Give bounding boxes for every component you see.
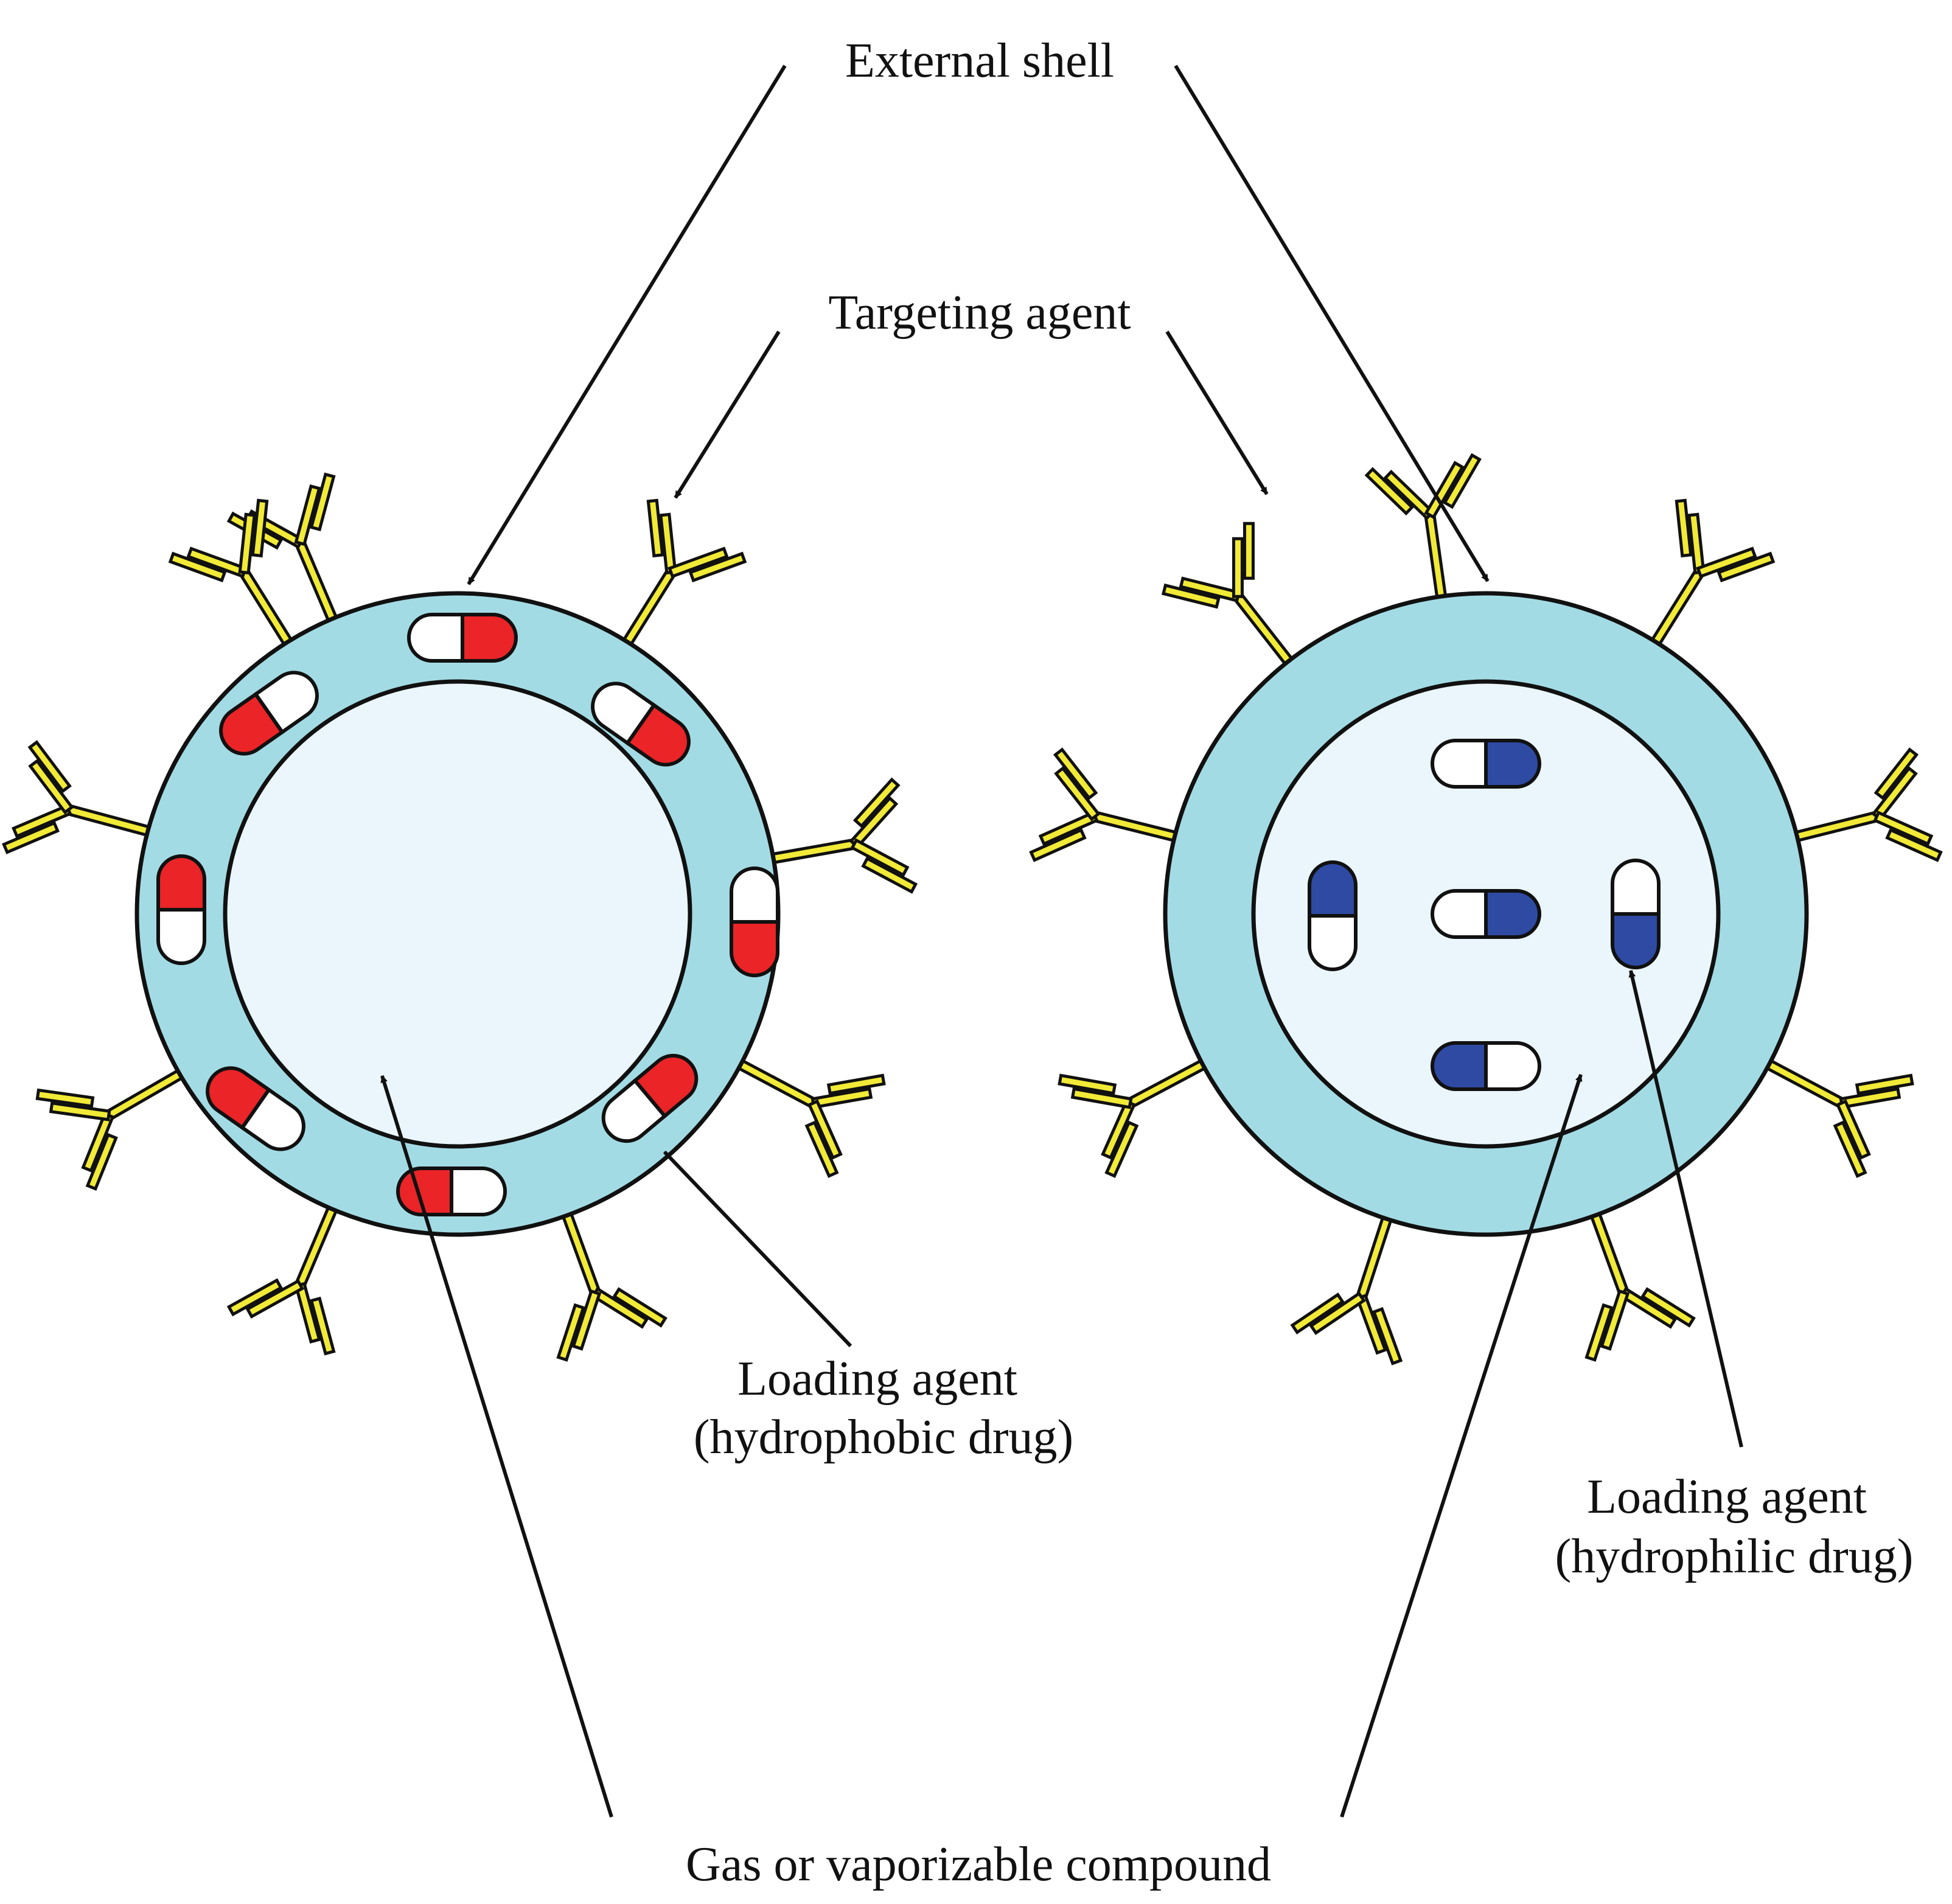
antibody-icon: [2, 740, 160, 854]
arrow-targeting-agent-right: [1165, 330, 1269, 495]
antibody-icon: [1290, 1207, 1403, 1365]
label-loading-hydrophobic-line1: Loading agent: [737, 1352, 1017, 1406]
antibody-icon: [226, 1197, 342, 1356]
hydrophobic-drug-capsule: [219, 671, 319, 756]
label-loading-hydrophilic-line2: (hydrophilic drug): [1555, 1530, 1914, 1583]
label-external-shell: External shell: [845, 34, 1114, 88]
hydrophobic-drug-capsule: [407, 613, 518, 663]
hydrophilic-drug-capsule: [1611, 859, 1661, 969]
antibody-icon: [1058, 1054, 1215, 1178]
hydrophobic-drug-capsule: [601, 1053, 699, 1143]
hydrophilic-drug-capsule: [1431, 739, 1541, 789]
antibody-icon: [1757, 1054, 1914, 1178]
antibody-icon: [1785, 747, 1943, 862]
gas-core-left: [223, 679, 692, 1149]
arrow-external-shell-right: [1174, 65, 1490, 582]
hydrophobic-drug-capsule: [730, 867, 779, 977]
antibody-icon: [226, 472, 342, 631]
arrow-loading-hydrophobic: [663, 1150, 852, 1348]
hydrophobic-drug-capsule: [591, 682, 691, 767]
hydrophobic-microbubble: [2, 472, 918, 1362]
arrow-targeting-agent-left: [674, 330, 781, 499]
targeting-agents-right: [1029, 453, 1943, 1365]
antibody-icon: [1645, 498, 1776, 654]
hydrophilic-microbubble: [1029, 453, 1943, 1365]
antibody-icon: [556, 1203, 668, 1362]
leader-arrows: [380, 65, 1743, 1818]
antibody-icon: [1364, 453, 1482, 608]
arrow-loading-hydrophilic: [1628, 969, 1743, 1448]
label-loading-hydrophobic-line2: (hydrophobic drug): [694, 1411, 1073, 1464]
arrow-gas-right: [1340, 1073, 1583, 1818]
arrow-external-shell-left: [467, 65, 787, 585]
label-loading-hydrophilic-line1: Loading agent: [1587, 1470, 1867, 1524]
antibody-icon: [35, 1064, 192, 1191]
label-gas-compound: Gas or vaporizable compound: [686, 1838, 1271, 1891]
antibody-icon: [1161, 521, 1300, 674]
hydrophobic-drug-capsule: [396, 1166, 507, 1216]
antibody-icon: [1584, 1203, 1696, 1362]
hydrophobic-drug-capsule: [156, 854, 206, 965]
targeting-agents-left: [2, 472, 918, 1362]
hydrophilic-drug-capsule: [1308, 860, 1358, 971]
hydrophilic-drug-capsule: [1431, 1041, 1541, 1091]
label-targeting-agent: Targeting agent: [828, 286, 1131, 340]
antibody-icon: [1029, 747, 1187, 862]
arrow-gas-left: [380, 1075, 613, 1818]
antibody-icon: [728, 1054, 886, 1178]
hydrophilic-drug-capsule: [1431, 889, 1541, 939]
hydrophobic-drug-capsule: [206, 1066, 305, 1151]
antibody-icon: [762, 777, 918, 894]
hydrophobic-drugs: [156, 613, 779, 1216]
hydrophilic-drugs: [1308, 739, 1661, 1091]
